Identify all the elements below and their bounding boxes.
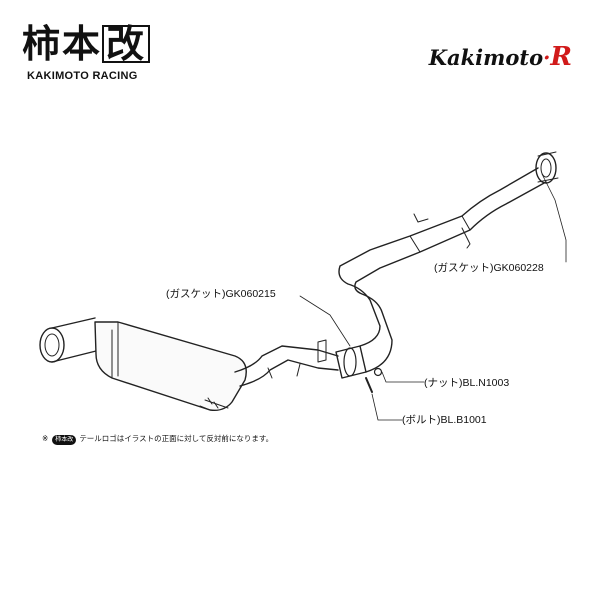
leader-bolt xyxy=(371,393,403,421)
kai-kanji-mark: 改 xyxy=(102,25,151,63)
kakimoto-racing-wordmark: KAKIMOTO RACING xyxy=(27,70,138,82)
leader-gasket-mid xyxy=(299,295,351,347)
bolt-part xyxy=(365,377,373,393)
tail-pipe-tip xyxy=(39,317,101,363)
kakimoto-r-mark: R xyxy=(550,42,572,72)
leader-nut xyxy=(381,371,425,383)
kakimoto-r-wordmark: Kakimoto xyxy=(428,45,544,70)
center-flange xyxy=(335,345,367,379)
note-text: テールロゴはイラストの正面に対して反対前になります。 xyxy=(79,434,274,443)
kakimoto-kanji-name: 柿本 xyxy=(22,21,103,66)
tail-logo-note: ※柿本改テールロゴはイラストの正面に対して反対前になります。 xyxy=(42,433,273,445)
gasket-mid-callout: (ガスケット)GK060215 xyxy=(166,288,276,300)
leader-gasket-rear xyxy=(541,173,567,263)
gasket-rear-callout: (ガスケット)GK060228 xyxy=(434,262,544,274)
kakimoto-badge-icon: 柿本改 xyxy=(52,435,77,445)
kakimoto-r-logo: Kakimoto·R xyxy=(429,42,572,72)
bolt-callout: (ボルト)BL.B1001 xyxy=(402,414,487,426)
front-pipe xyxy=(338,167,547,373)
mid-pipe xyxy=(234,339,339,387)
front-flange xyxy=(535,151,559,184)
kakimoto-kanji-logo: 柿本改 xyxy=(22,21,151,66)
kakimoto-r-separator: · xyxy=(543,45,551,70)
nut-part xyxy=(373,367,383,377)
muffler xyxy=(94,321,247,412)
note-prefix: ※ xyxy=(42,434,49,443)
nut-callout: (ナット)BL.N1003 xyxy=(424,377,510,389)
callout-leaders xyxy=(299,173,567,421)
